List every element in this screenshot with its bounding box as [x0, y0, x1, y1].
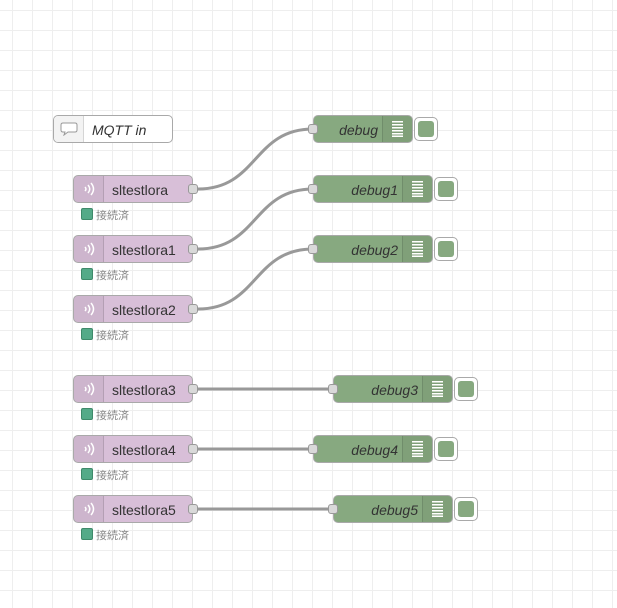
wireless-icon-area — [74, 376, 104, 402]
debug-toggle-fill — [458, 501, 474, 517]
status-text: 接続済 — [96, 410, 129, 422]
status-dot — [81, 208, 93, 220]
output-port[interactable] — [188, 504, 198, 514]
debug-node-label: debug5 — [371, 502, 418, 518]
wire-sltestlora2-debug2[interactable] — [197, 247, 314, 311]
wireless-icon-area — [74, 176, 104, 202]
mqtt-node-label: sltestlora5 — [112, 502, 176, 518]
list-icon — [412, 441, 423, 457]
mqtt-node-label: sltestlora — [112, 182, 169, 198]
debug-node-debug5[interactable]: debug5 — [333, 495, 453, 523]
debug-toggle-button[interactable] — [434, 437, 458, 461]
wireless-icon — [84, 442, 95, 456]
debug-node-debug[interactable]: debug — [313, 115, 413, 143]
list-icon — [412, 181, 423, 197]
input-port[interactable] — [308, 244, 318, 254]
mqtt-in-node-sltestlora5[interactable]: sltestlora5 — [73, 495, 193, 523]
debug-node-label: debug3 — [371, 382, 418, 398]
debug-toggle-button[interactable] — [414, 117, 438, 141]
mqtt-in-node-sltestlora3[interactable]: sltestlora3 — [73, 375, 193, 403]
input-port[interactable] — [308, 184, 318, 194]
mqtt-node-label: sltestlora4 — [112, 442, 176, 458]
debug-toggle-fill — [438, 441, 454, 457]
wire-sltestlora-debug[interactable] — [197, 127, 314, 191]
debug-toggle-button[interactable] — [434, 177, 458, 201]
list-icon-area — [422, 496, 452, 522]
status-dot — [81, 468, 93, 480]
list-icon-area — [382, 116, 412, 142]
list-icon — [432, 381, 443, 397]
status-text: 接続済 — [96, 270, 129, 282]
status-text: 接続済 — [96, 470, 129, 482]
status-text: 接続済 — [96, 530, 129, 542]
debug-toggle-fill — [438, 181, 454, 197]
debug-toggle-fill — [458, 381, 474, 397]
debug-node-debug1[interactable]: debug1 — [313, 175, 433, 203]
wireless-icon — [84, 182, 95, 196]
wireless-icon — [84, 242, 95, 256]
output-port[interactable] — [188, 384, 198, 394]
input-port[interactable] — [328, 504, 338, 514]
wireless-icon — [84, 382, 95, 396]
debug-node-label: debug4 — [351, 442, 398, 458]
mqtt-node-label: sltestlora3 — [112, 382, 176, 398]
list-icon — [412, 241, 423, 257]
list-icon-area — [402, 436, 432, 462]
debug-node-debug2[interactable]: debug2 — [313, 235, 433, 263]
input-port[interactable] — [308, 124, 318, 134]
mqtt-in-node-sltestlora4[interactable]: sltestlora4 — [73, 435, 193, 463]
list-icon — [432, 501, 443, 517]
status-dot — [81, 528, 93, 540]
status-text: 接続済 — [96, 330, 129, 342]
debug-node-label: debug — [339, 122, 378, 138]
list-icon — [392, 121, 403, 137]
output-port[interactable] — [188, 244, 198, 254]
output-port[interactable] — [188, 304, 198, 314]
comment-node[interactable]: MQTT in — [53, 115, 173, 143]
comment-icon-area — [54, 116, 84, 142]
debug-node-label: debug2 — [351, 242, 398, 258]
status-text: 接続済 — [96, 210, 129, 222]
debug-toggle-button[interactable] — [434, 237, 458, 261]
wireless-icon-area — [74, 436, 104, 462]
mqtt-in-node-sltestlora2[interactable]: sltestlora2 — [73, 295, 193, 323]
comment-label: MQTT in — [92, 122, 147, 138]
debug-toggle-button[interactable] — [454, 377, 478, 401]
mqtt-node-label: sltestlora1 — [112, 242, 176, 258]
status-dot — [81, 268, 93, 280]
wireless-icon-area — [74, 496, 104, 522]
wireless-icon-area — [74, 296, 104, 322]
debug-node-label: debug1 — [351, 182, 398, 198]
output-port[interactable] — [188, 184, 198, 194]
list-icon-area — [402, 236, 432, 262]
mqtt-node-label: sltestlora2 — [112, 302, 176, 318]
debug-node-debug4[interactable]: debug4 — [313, 435, 433, 463]
input-port[interactable] — [328, 384, 338, 394]
comment-icon — [60, 122, 78, 136]
input-port[interactable] — [308, 444, 318, 454]
wireless-icon — [84, 302, 95, 316]
list-icon-area — [422, 376, 452, 402]
output-port[interactable] — [188, 444, 198, 454]
debug-toggle-fill — [418, 121, 434, 137]
mqtt-in-node-sltestlora1[interactable]: sltestlora1 — [73, 235, 193, 263]
status-dot — [81, 328, 93, 340]
mqtt-in-node-sltestlora[interactable]: sltestlora — [73, 175, 193, 203]
debug-toggle-fill — [438, 241, 454, 257]
wireless-icon — [84, 502, 95, 516]
debug-node-debug3[interactable]: debug3 — [333, 375, 453, 403]
wire-sltestlora1-debug1[interactable] — [197, 187, 314, 251]
status-dot — [81, 408, 93, 420]
debug-toggle-button[interactable] — [454, 497, 478, 521]
wireless-icon-area — [74, 236, 104, 262]
list-icon-area — [402, 176, 432, 202]
